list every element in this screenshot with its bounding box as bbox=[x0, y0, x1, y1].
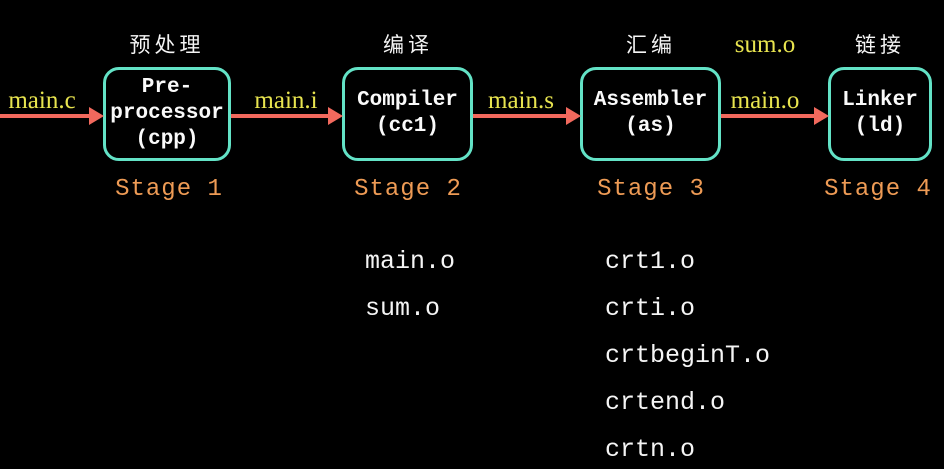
assembler-box: Assembler (as) bbox=[580, 67, 721, 161]
file-label-main-i: main.i bbox=[254, 87, 318, 114]
linker-box: Linker (ld) bbox=[828, 67, 932, 161]
preprocessor-box-line: processor bbox=[110, 101, 224, 125]
list-item: sum.o bbox=[365, 294, 441, 323]
compiler-box-line: Compiler bbox=[357, 88, 458, 112]
list-item: crtn.o bbox=[605, 435, 696, 464]
linker-box-line: Linker bbox=[842, 88, 918, 112]
preprocessor-box-line: Pre- bbox=[141, 75, 193, 99]
arrow-preprocess-to-compile-line bbox=[231, 114, 328, 118]
link-label-cn: 链接 bbox=[855, 34, 905, 57]
preprocess-label-cn: 预处理 bbox=[129, 34, 205, 57]
preprocessor-box-line: (cpp) bbox=[135, 128, 199, 152]
stage-3-label: Stage 3 bbox=[597, 176, 705, 203]
list-item: main.o bbox=[365, 247, 456, 276]
list-item: crtend.o bbox=[605, 388, 726, 417]
arrow-input-head-icon bbox=[89, 107, 104, 125]
assembler-box-line: (as) bbox=[625, 115, 676, 138]
object-files-left-list: main.o sum.o bbox=[365, 248, 455, 323]
list-item: crti.o bbox=[605, 294, 696, 323]
stage-4-label: Stage 4 bbox=[824, 176, 932, 203]
list-item: crt1.o bbox=[605, 247, 696, 276]
linker-box-line: (ld) bbox=[854, 115, 906, 138]
preprocessor-box: Pre- processor (cpp) bbox=[103, 67, 231, 161]
assembler-box-line: Assembler bbox=[593, 88, 708, 112]
file-label-main-o: main.o bbox=[730, 87, 800, 114]
object-files-right-list: crt1.o crti.o crtbeginT.o crtend.o crtn.… bbox=[605, 248, 770, 464]
arrow-preprocess-to-compile-head-icon bbox=[328, 107, 343, 125]
compile-label-cn: 编译 bbox=[383, 34, 433, 57]
compiler-box-line: (cc1) bbox=[375, 115, 439, 138]
list-item: crtbeginT.o bbox=[605, 341, 771, 370]
arrow-assemble-to-link-head-icon bbox=[814, 107, 829, 125]
file-label-main-c: main.c bbox=[8, 87, 76, 114]
arrow-input-line bbox=[0, 114, 89, 118]
arrow-compile-to-assemble-line bbox=[473, 114, 566, 118]
stage-1-label: Stage 1 bbox=[115, 176, 223, 203]
file-label-main-s: main.s bbox=[488, 87, 554, 114]
file-label-sum-o: sum.o bbox=[734, 31, 796, 58]
arrow-assemble-to-link-line bbox=[721, 114, 814, 118]
arrow-compile-to-assemble-head-icon bbox=[566, 107, 581, 125]
stage-2-label: Stage 2 bbox=[354, 176, 462, 203]
assemble-label-cn: 汇编 bbox=[626, 34, 676, 57]
compiler-box: Compiler (cc1) bbox=[342, 67, 473, 161]
